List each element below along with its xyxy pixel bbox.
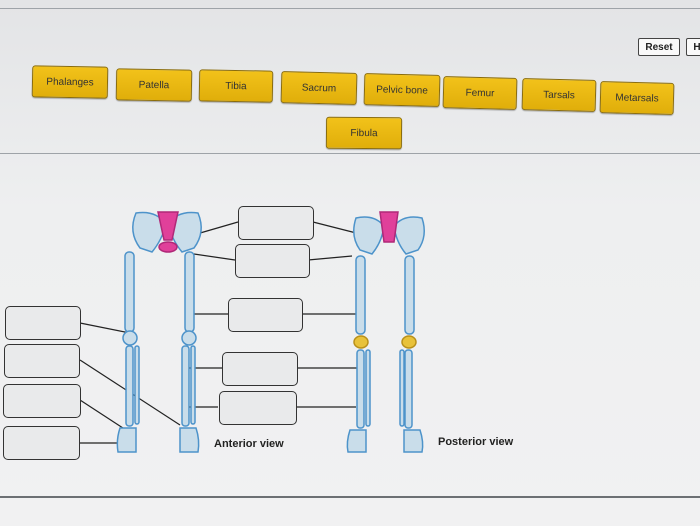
leader-lines <box>79 221 369 444</box>
drop-box-left-4[interactable] <box>3 426 80 460</box>
drop-box-center-4[interactable] <box>222 352 298 386</box>
drop-box-center-2[interactable] <box>235 244 310 278</box>
reset-button[interactable]: Reset <box>638 38 680 56</box>
header-divider <box>0 153 700 154</box>
bottom-divider <box>0 496 700 498</box>
drop-box-left-3[interactable] <box>3 384 81 418</box>
drop-box-center-1[interactable] <box>238 206 314 240</box>
drop-box-center-5[interactable] <box>219 391 297 425</box>
posterior-skeleton <box>346 211 425 453</box>
posterior-view-label: Posterior view <box>438 436 514 448</box>
drop-box-center-3[interactable] <box>228 298 303 332</box>
drop-box-left-2[interactable] <box>4 344 80 378</box>
anterior-view-label: Anterior view <box>214 438 284 450</box>
top-divider <box>0 8 700 9</box>
drop-box-left-1[interactable] <box>5 306 81 340</box>
anterior-skeleton <box>116 211 202 453</box>
help-button[interactable]: H <box>686 38 700 56</box>
